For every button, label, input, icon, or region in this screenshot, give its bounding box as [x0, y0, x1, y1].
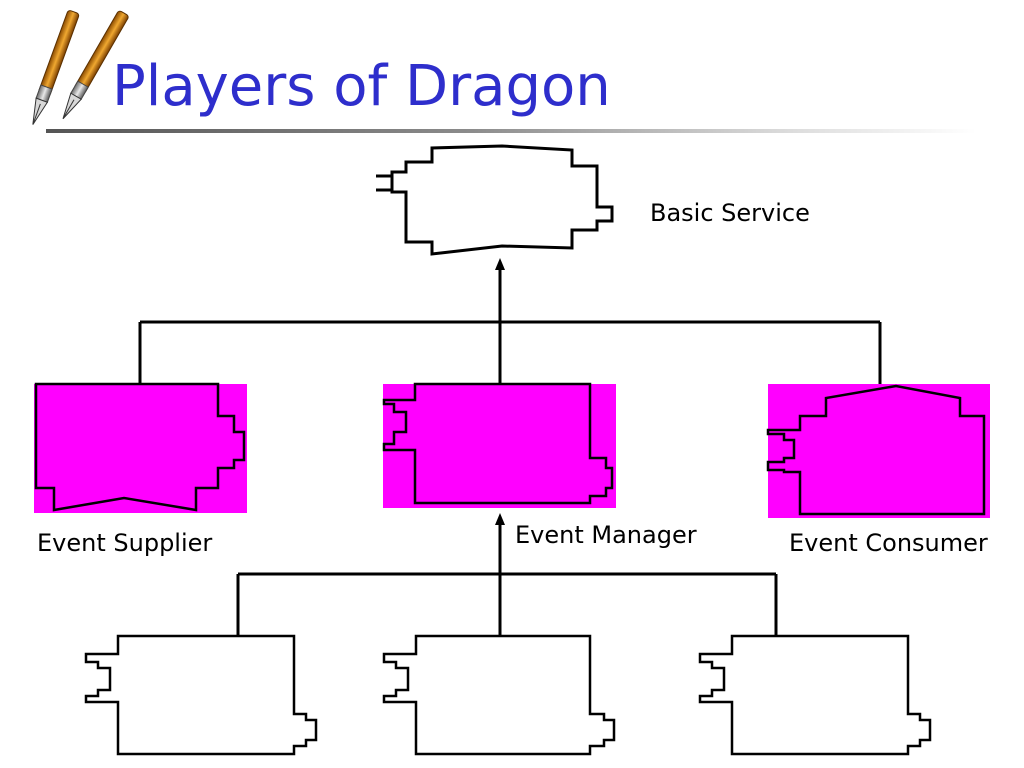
event-supplier-label: Event Supplier — [37, 529, 213, 557]
service-connector — [138, 268, 882, 384]
title-divider — [46, 129, 976, 133]
bottom-component-center — [382, 634, 616, 756]
slide-title: Players of Dragon — [112, 54, 611, 119]
event-manager-component — [382, 382, 616, 508]
bottom-component-right — [698, 634, 932, 756]
bottom-component-left — [84, 634, 318, 756]
event-supplier-component — [34, 382, 247, 513]
pens-icon — [32, 10, 129, 125]
service-arrowhead — [495, 258, 505, 270]
basic-service-component — [376, 144, 614, 256]
event-consumer-label: Event Consumer — [789, 529, 988, 557]
manager-arrowhead — [495, 513, 505, 525]
event-manager-label: Event Manager — [515, 521, 697, 549]
manager-connector — [236, 524, 778, 636]
basic-service-label: Basic Service — [650, 199, 810, 227]
event-consumer-component — [766, 384, 990, 518]
